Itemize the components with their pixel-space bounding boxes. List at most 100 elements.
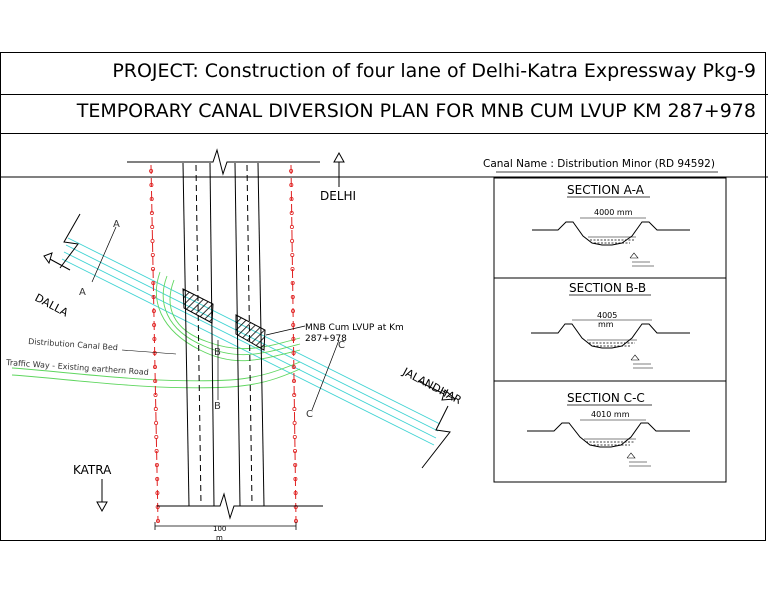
row-marker (150, 266, 155, 271)
bridge-label-line2: 287+978 (305, 334, 347, 344)
row-marker (291, 350, 296, 355)
row-marker (150, 238, 155, 243)
row-marker (291, 364, 296, 369)
row-marker (149, 182, 154, 187)
row-marker (291, 322, 296, 327)
section-c-width: 4010 mm (591, 410, 630, 419)
drawing-frame (0, 52, 766, 541)
row-marker (292, 448, 297, 453)
project-title: PROJECT: Construction of four lane of De… (112, 60, 756, 82)
row-marker (293, 490, 298, 495)
scale-value: 100 (213, 525, 226, 533)
section-b-title: SECTION B-B (569, 281, 646, 295)
row-marker (291, 336, 296, 341)
bridge-leader (265, 325, 306, 336)
canal-bed-leader (121, 349, 177, 355)
row-marker (152, 322, 157, 327)
row-marker (289, 224, 294, 229)
section-a-width: 4000 mm (594, 208, 633, 217)
bridge-span-left (182, 288, 214, 324)
row-marker (292, 392, 297, 397)
sections-panel (493, 177, 727, 483)
section-a-top: A (113, 219, 120, 230)
row-marker (293, 462, 298, 467)
row-marker (152, 364, 157, 369)
row-marker (154, 434, 159, 439)
row-marker (290, 252, 295, 257)
plan-title: TEMPORARY CANAL DIVERSION PLAN FOR MNB C… (76, 100, 756, 122)
road-break-bottom (157, 492, 323, 520)
row-marker (153, 406, 158, 411)
section-a-profile (532, 217, 690, 246)
section-a-mark (91, 226, 117, 283)
row-marker (149, 196, 154, 201)
row-marker (149, 168, 154, 173)
section-c-bottom: C (306, 409, 313, 420)
row-marker (154, 462, 159, 467)
row-marker (291, 378, 296, 383)
row-marker (292, 434, 297, 439)
row-marker (292, 420, 297, 425)
section-a-bottom: A (79, 287, 86, 298)
row-marker (293, 476, 298, 481)
row-marker (155, 490, 160, 495)
section-c-profile (527, 419, 690, 448)
level-markers (626, 252, 654, 467)
delhi-arrow (333, 151, 345, 187)
section-b-width: 4005 (597, 311, 617, 320)
row-marker (290, 238, 295, 243)
canal-diversion (11, 271, 301, 389)
jalandhar-label: JALANDHAR (400, 365, 464, 407)
row-marker (290, 280, 295, 285)
row-marker (290, 294, 295, 299)
right-of-way-right (290, 164, 297, 523)
row-marker (151, 308, 156, 313)
row-marker (289, 168, 294, 173)
row-marker (290, 266, 295, 271)
katra-arrow (96, 479, 108, 513)
row-marker (151, 294, 156, 299)
section-b-top: B (214, 347, 221, 358)
delhi-label: DELHI (320, 189, 356, 203)
section-b-bottom: B (214, 401, 221, 412)
section-c-top: C (338, 340, 345, 351)
row-marker (155, 519, 160, 524)
scale-bar (154, 522, 297, 530)
row-marker (154, 420, 159, 425)
row-marker (151, 280, 156, 285)
row-marker (152, 336, 157, 341)
bridge-span-right (235, 314, 266, 351)
right-of-way-markers (149, 168, 298, 524)
plan-title-row: TEMPORARY CANAL DIVERSION PLAN FOR MNB C… (0, 95, 768, 134)
row-marker (150, 252, 155, 257)
project-header-row: PROJECT: Construction of four lane of De… (0, 52, 768, 95)
row-marker (289, 210, 294, 215)
section-a-title: SECTION A-A (567, 183, 645, 197)
row-marker (290, 308, 295, 313)
row-marker (152, 350, 157, 355)
section-c-title: SECTION C-C (567, 391, 645, 405)
section-b-profile (531, 319, 690, 349)
canal-break-marks (59, 213, 451, 469)
right-of-way-left (150, 164, 159, 523)
row-marker (154, 448, 159, 453)
row-marker (293, 504, 298, 509)
katra-label: KATRA (73, 463, 112, 477)
row-marker (150, 224, 155, 229)
canal-bed-label: Distribution Canal Bed (28, 337, 118, 352)
dalla-arrow (43, 252, 71, 271)
row-marker (149, 210, 154, 215)
jalandhar-arrow (417, 380, 457, 401)
section-c-mark (311, 339, 340, 411)
row-marker (153, 392, 158, 397)
section-b-unit: mm (598, 320, 614, 329)
row-marker (155, 476, 160, 481)
scale-unit: m (216, 534, 223, 542)
canal-name-label: Canal Name : Distribution Minor (RD 9459… (483, 158, 715, 170)
row-marker (292, 406, 297, 411)
road-break-top (127, 148, 320, 176)
bridge-label-line1: MNB Cum LVUP at Km (305, 323, 404, 333)
dalla-label: DALLA (33, 291, 71, 320)
row-marker (289, 196, 294, 201)
row-marker (289, 182, 294, 187)
